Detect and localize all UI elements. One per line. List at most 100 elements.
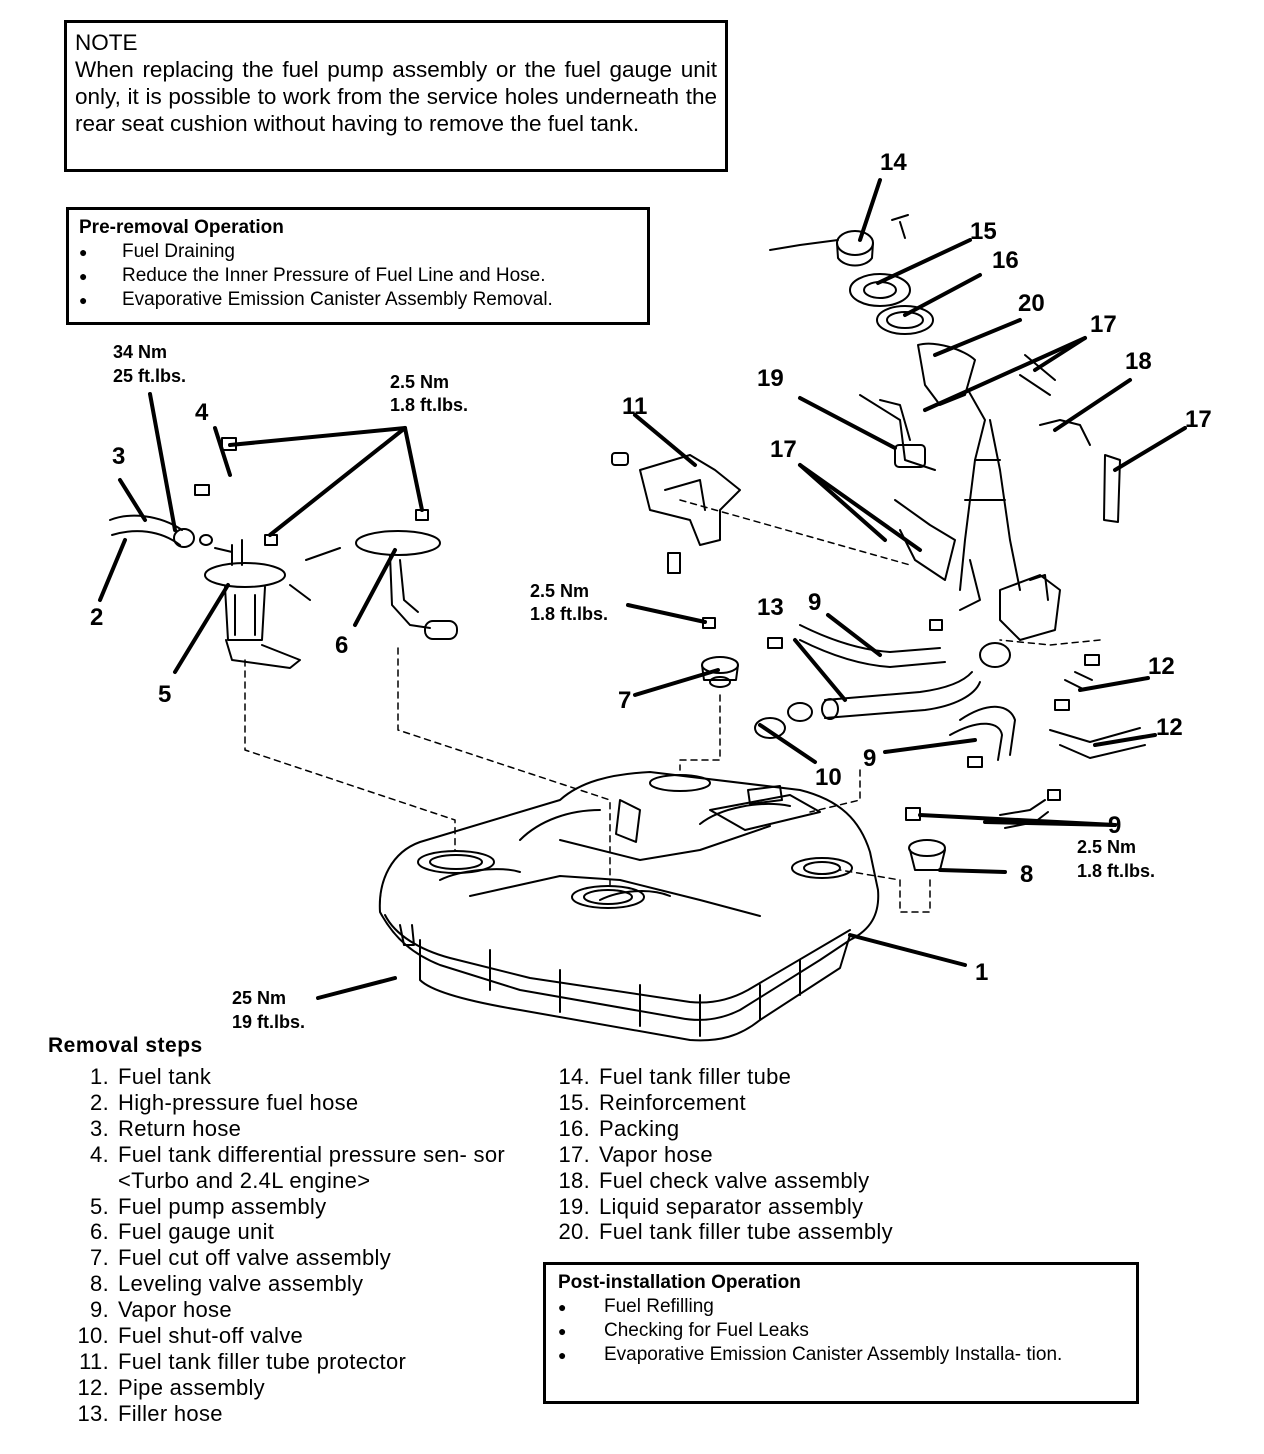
removal-step: 5. Fuel pump assembly <box>64 1194 540 1220</box>
step-number: 6. <box>90 1219 109 1245</box>
post-installation-box: Post-installation Operation Fuel Refilli… <box>543 1262 1139 1404</box>
step-text: Fuel cut off valve assembly <box>118 1245 392 1271</box>
removal-step: 20. Fuel tank filler tube assembly <box>548 1219 988 1245</box>
step-text: High-pressure fuel hose <box>118 1089 359 1115</box>
removal-step: 15. Reinforcement <box>548 1090 988 1116</box>
step-number: 19. <box>558 1193 590 1219</box>
callout-15: 15 <box>970 218 997 245</box>
callout-8: 8 <box>1020 861 1033 888</box>
step-text: Filler hose <box>118 1400 223 1426</box>
step-text: Fuel tank filler tube <box>599 1064 792 1089</box>
removal-step: 3. Return hose <box>64 1116 540 1142</box>
step-number: 15. <box>558 1089 590 1115</box>
callout-20: 20 <box>1018 290 1045 317</box>
callout-6: 6 <box>335 632 348 659</box>
torque-19ftlbs-bottom: 19 ft.lbs. <box>232 1012 305 1032</box>
removal-step: 13. Filler hose <box>64 1401 540 1427</box>
list-item: Fuel Draining <box>79 240 637 264</box>
removal-step: 9.Vapor hose <box>64 1297 540 1323</box>
callout-numbers: 1 2 3 4 5 6 7 8 9 9 9 10 11 12 12 13 14 … <box>90 149 1212 986</box>
callout-18: 18 <box>1125 348 1152 375</box>
filler-tube-drawing <box>769 214 1121 641</box>
callout-14: 14 <box>880 149 907 176</box>
torque-1-8ftlbs-right: 1.8 ft.lbs. <box>1077 861 1155 881</box>
torque-25ftlbs: 25 ft.lbs. <box>113 366 186 386</box>
removal-step: 19.Liquid separator assembly <box>548 1194 988 1220</box>
removal-step: 2. High-pressure fuel hose <box>64 1090 540 1116</box>
note-text: When replacing the fuel pump assembly or… <box>75 57 717 136</box>
removal-step: 12. Pipe assembly <box>64 1375 540 1401</box>
step-number: 14. <box>558 1064 590 1089</box>
callout-2: 2 <box>90 604 103 631</box>
step-number: 20. <box>558 1219 590 1245</box>
torque-34nm: 34 Nm <box>113 342 167 362</box>
step-text: Pipe assembly <box>118 1374 265 1400</box>
pre-removal-list: Fuel Draining Reduce the Inner Pressure … <box>79 240 637 312</box>
step-text: Fuel tank filler tube protector <box>118 1348 407 1374</box>
removal-step: 17.Vapor hose <box>548 1142 988 1168</box>
callout-17a: 17 <box>1090 311 1117 338</box>
step-number: 13. <box>77 1400 109 1426</box>
callout-9c: 9 <box>1108 812 1121 839</box>
step-number: 1. <box>90 1064 109 1089</box>
torque-specs: 34 Nm 25 ft.lbs. 2.5 Nm 1.8 ft.lbs. 2.5 … <box>113 342 1155 1032</box>
removal-step: 11.Fuel tank filler tube protector <box>64 1349 540 1375</box>
callout-17c: 17 <box>770 436 797 463</box>
torque-25nm-bottom: 25 Nm <box>232 988 286 1008</box>
step-number: 12. <box>77 1374 109 1400</box>
callout-11: 11 <box>622 393 647 420</box>
note-title: NOTE <box>75 30 138 55</box>
callout-13: 13 <box>757 594 784 621</box>
callout-7: 7 <box>618 687 631 714</box>
filler-tube-protector-drawing <box>611 452 741 574</box>
torque-1-8ftlbs-mid: 1.8 ft.lbs. <box>530 604 608 624</box>
fuel-gauge-unit-drawing <box>355 530 458 640</box>
list-item: Evaporative Emission Canister Assembly I… <box>558 1343 1124 1367</box>
step-number: 17. <box>558 1141 590 1167</box>
callout-10: 10 <box>815 764 842 791</box>
callout-19: 19 <box>757 365 784 392</box>
removal-steps-left: 1. Fuel tank 2. High-pressure fuel hose 3. Re… <box>64 1064 540 1427</box>
callout-9a: 9 <box>808 589 821 616</box>
valves-drawing <box>701 617 946 871</box>
list-item: Reduce the Inner Pressure of Fuel Line a… <box>79 264 637 288</box>
post-installation-list: Fuel Refilling Checking for Fuel Leaks E… <box>558 1295 1124 1367</box>
step-number: 7. <box>90 1245 109 1271</box>
step-text: Fuel gauge unit <box>118 1219 275 1245</box>
pre-removal-title: Pre-removal Operation <box>79 217 284 238</box>
leader-lines <box>98 178 1187 1000</box>
pre-removal-box: Pre-removal Operation Fuel Draining Redu… <box>66 207 650 325</box>
step-text: Fuel tank differential pressure sen- sor… <box>118 1141 505 1193</box>
removal-step: 7. Fuel cut off valve assembly <box>64 1245 540 1271</box>
callout-17b: 17 <box>1185 406 1212 433</box>
vapor-hoses-drawing <box>754 619 1146 829</box>
removal-step: 16.Packing <box>548 1116 988 1142</box>
list-item: Checking for Fuel Leaks <box>558 1319 1124 1343</box>
step-number: 2. <box>90 1089 109 1115</box>
step-text: Fuel pump assembly <box>118 1193 327 1219</box>
step-text: Fuel tank filler tube assembly <box>599 1219 893 1245</box>
step-number: 3. <box>90 1115 109 1141</box>
removal-step: 10.Fuel shut-off valve <box>64 1323 540 1349</box>
step-text: Reinforcement <box>599 1089 746 1115</box>
removal-step: 4. Fuel tank differential pressure sen- s… <box>64 1142 540 1194</box>
step-number: 9. <box>90 1297 109 1323</box>
torque-2-5nm-mid: 2.5 Nm <box>530 581 589 601</box>
step-text: Fuel check valve assembly <box>599 1167 870 1193</box>
callout-3: 3 <box>112 443 125 470</box>
step-number: 16. <box>558 1115 590 1141</box>
note-box: NOTE When replacing the fuel pump assemb… <box>64 20 728 172</box>
list-item: Evaporative Emission Canister Assembly R… <box>79 288 637 312</box>
step-text: Return hose <box>118 1115 242 1141</box>
removal-step: 8.Leveling valve assembly <box>64 1271 540 1297</box>
step-number: 4. <box>90 1141 109 1167</box>
step-number: 5. <box>90 1193 109 1219</box>
callout-12b: 12 <box>1156 714 1183 741</box>
step-text: Fuel tank <box>118 1064 212 1089</box>
torque-1-8ftlbs-top: 1.8 ft.lbs. <box>390 395 468 415</box>
removal-step: 14. Fuel tank filler tube <box>548 1064 988 1090</box>
step-text: Leveling valve assembly <box>118 1271 364 1297</box>
step-number: 18. <box>558 1167 590 1193</box>
removal-step: 18. Fuel check valve assembly <box>548 1168 988 1194</box>
